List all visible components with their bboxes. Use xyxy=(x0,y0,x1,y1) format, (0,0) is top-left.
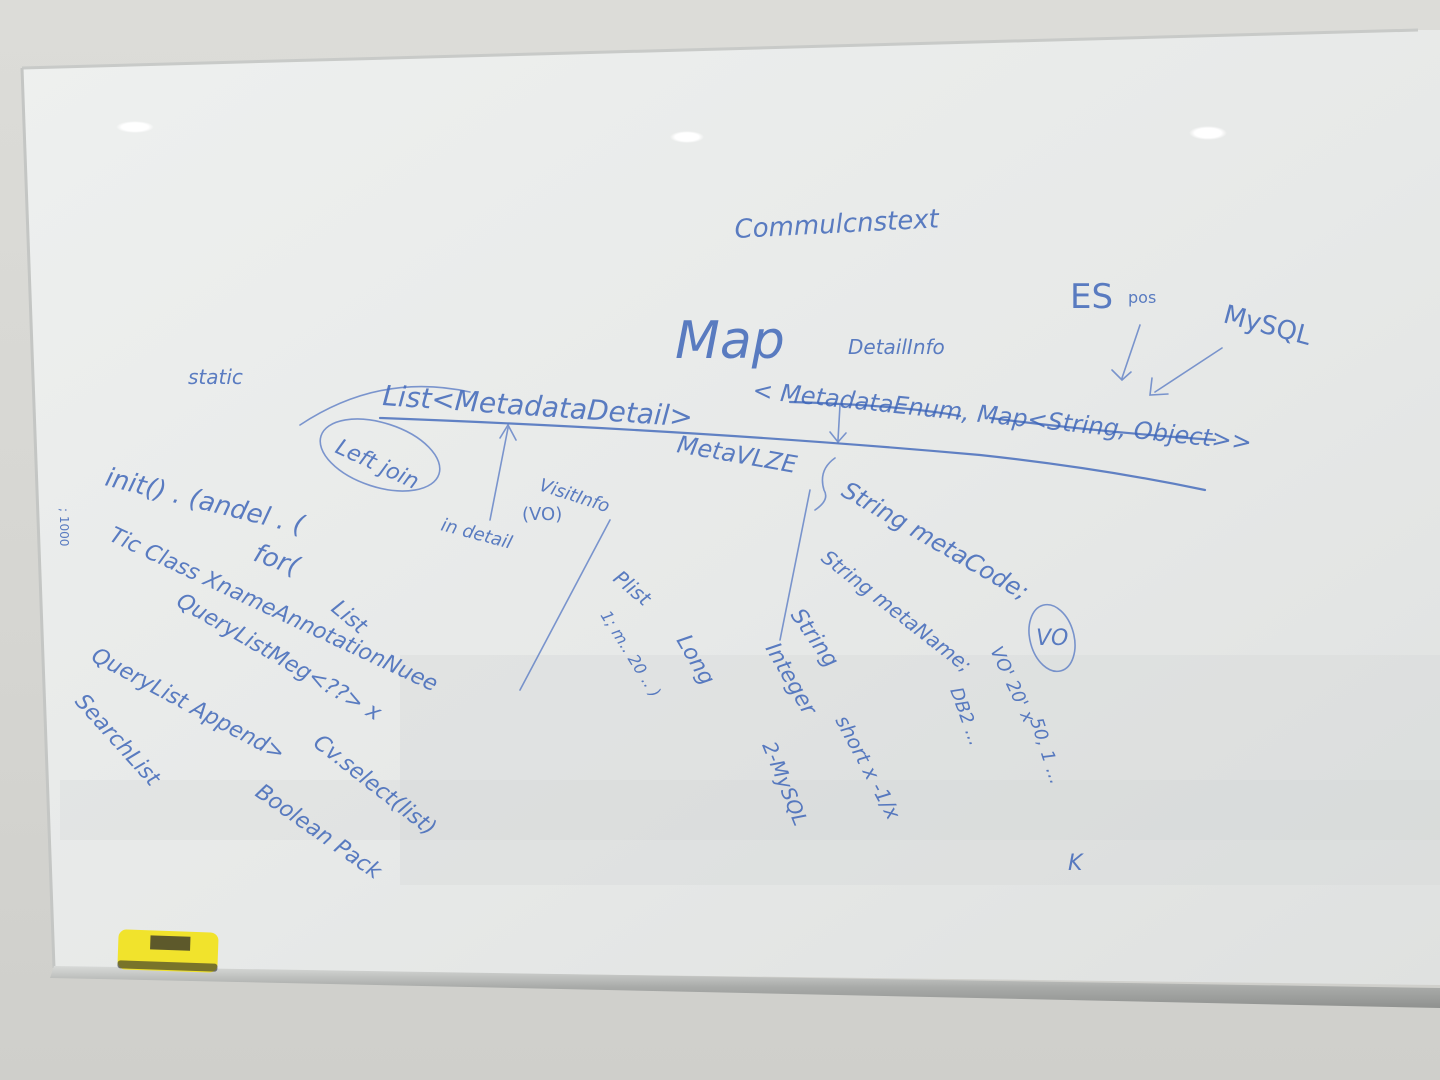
ceiling-light-reflection-icon xyxy=(116,121,154,133)
arrow-mysql-down xyxy=(1149,347,1223,396)
margin-marks: ; 1000 xyxy=(57,508,71,546)
marker-tray xyxy=(50,966,1440,1008)
diagonal-line-mid xyxy=(779,489,811,641)
arrow-visit-up xyxy=(489,423,517,521)
ceiling-light-reflection-icon xyxy=(670,131,704,143)
note-vo-small: (VO) xyxy=(522,504,562,525)
note-detail: DetailInfo xyxy=(848,335,945,359)
list-arc xyxy=(299,385,471,426)
note-vo-circle: VO xyxy=(1036,626,1068,651)
note-es: ES xyxy=(1070,277,1113,317)
room-reflection xyxy=(400,655,1440,885)
whiteboard-frame xyxy=(21,28,1419,70)
note-es-suffix: pos xyxy=(1128,288,1156,307)
whiteboard-surface xyxy=(22,30,1440,985)
underline-map-generic xyxy=(788,400,1217,442)
underline-list-line xyxy=(378,416,1207,492)
arrow-map-down xyxy=(829,404,847,444)
ceiling-light-reflection-icon xyxy=(1189,126,1227,140)
vo-circle xyxy=(1028,603,1076,673)
diagonal-line-left xyxy=(519,519,611,691)
whiteboard-eraser-icon xyxy=(117,929,219,973)
note-k-mark: K xyxy=(1068,851,1084,876)
whiteboard-left-edge xyxy=(20,67,56,969)
note-map: Map xyxy=(675,311,785,371)
room-reflection-band xyxy=(60,780,1440,840)
arrow-es-down xyxy=(1111,324,1141,382)
brace-string xyxy=(814,457,836,511)
left-join-circle xyxy=(319,418,441,492)
note-static: static xyxy=(188,365,243,389)
